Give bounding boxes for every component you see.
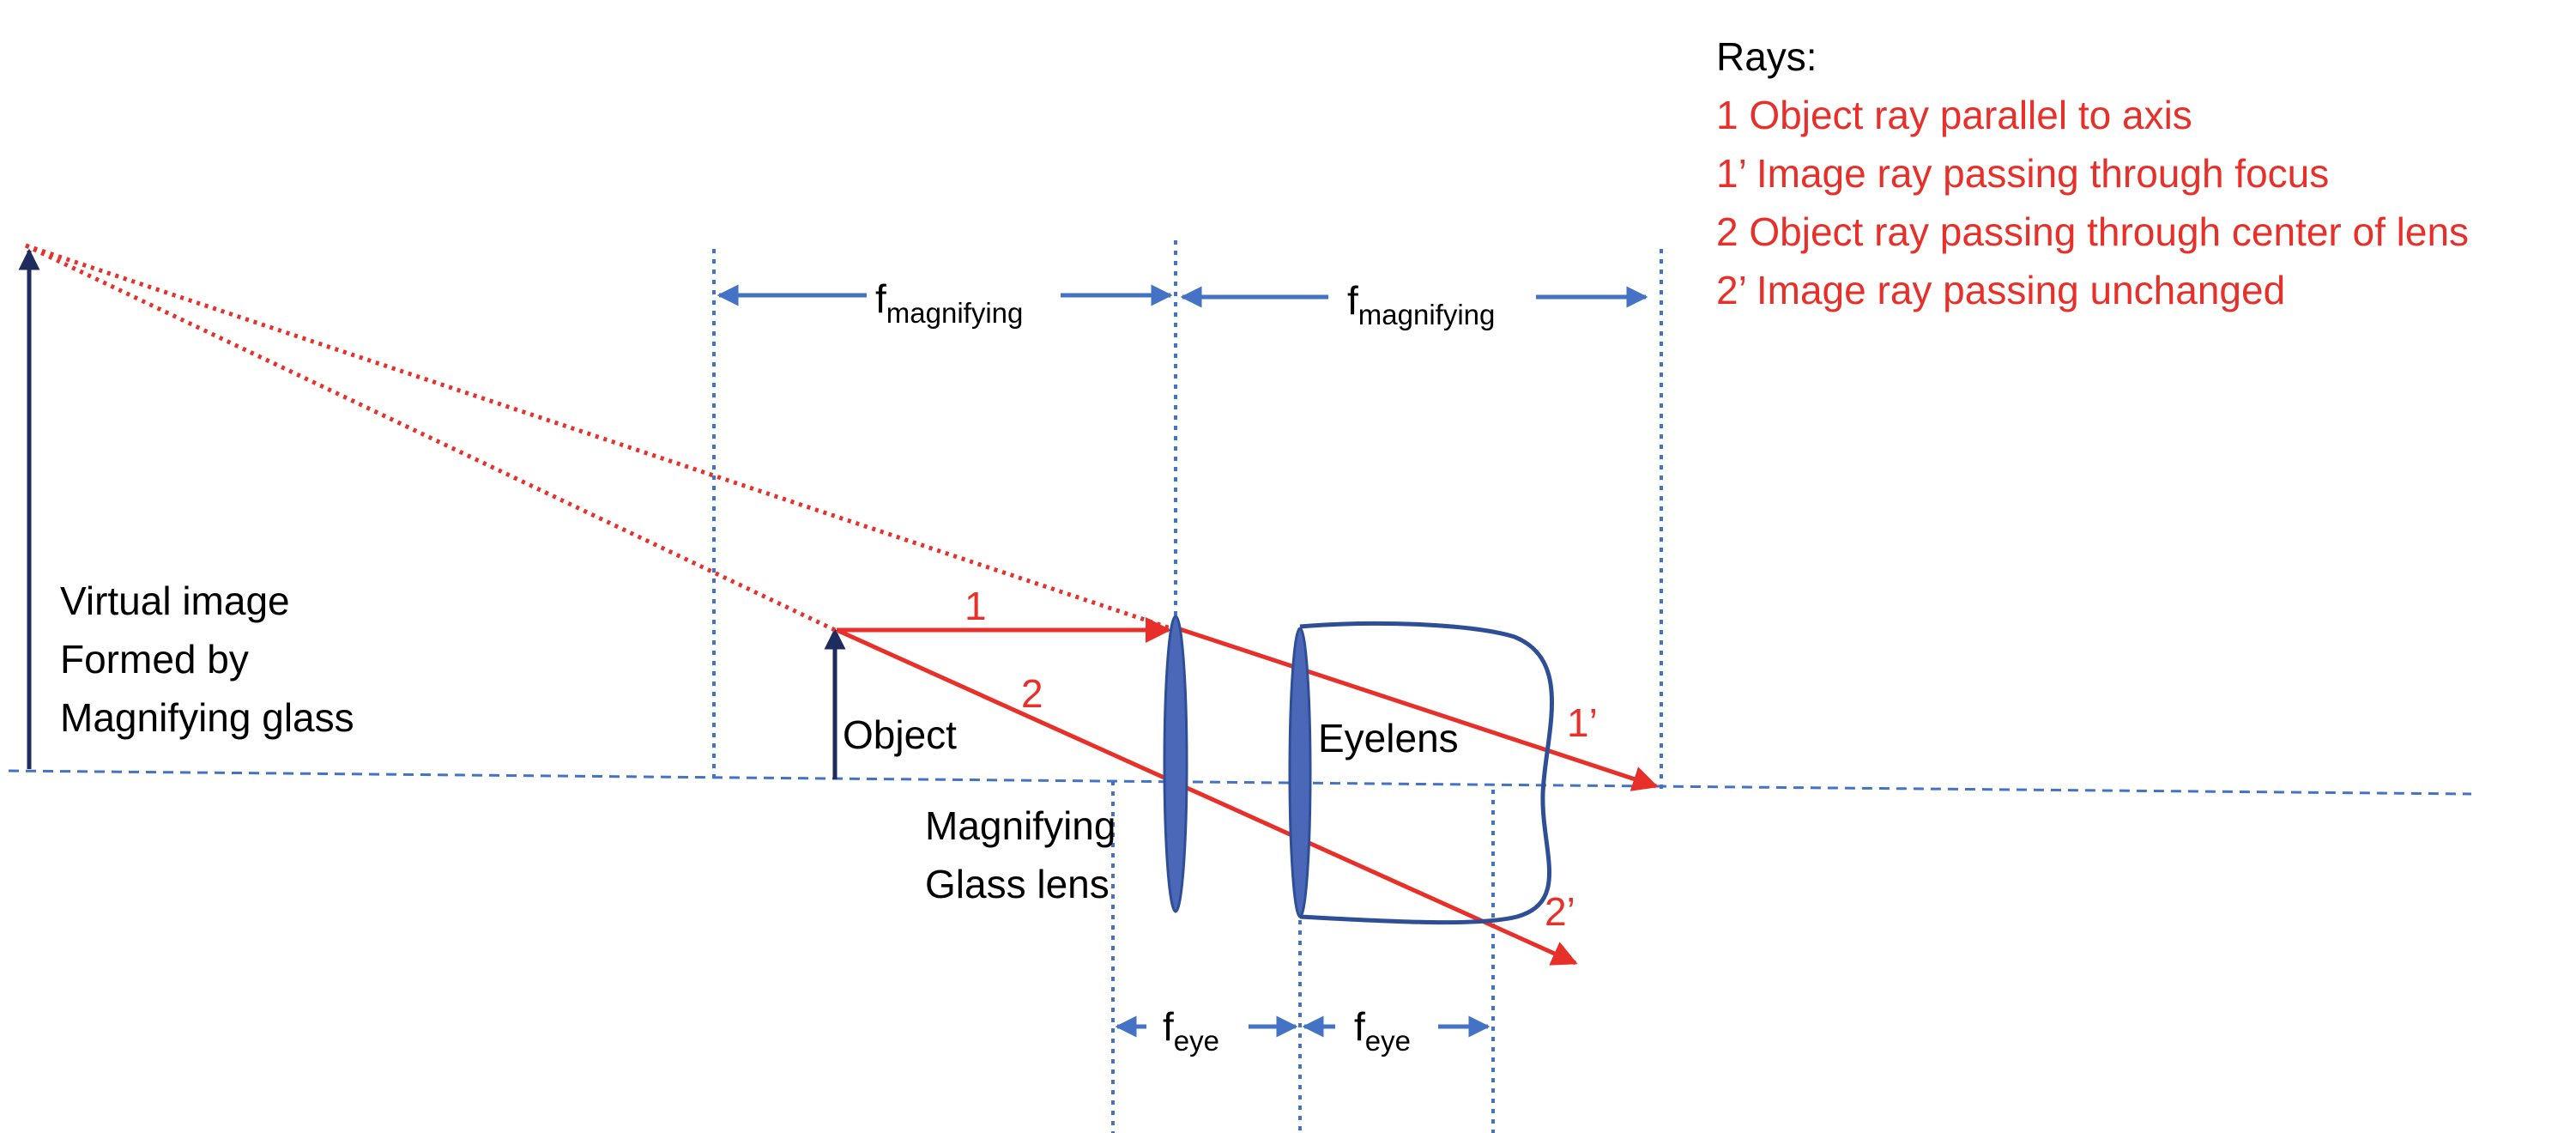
ray-1-prime-label: 1’ (1567, 700, 1598, 745)
legend-item-1-prime: 1’ Image ray passing through focus (1716, 151, 2330, 196)
eyelens-label: Eyelens (1318, 716, 1459, 760)
magnifying-glass-lens (1163, 615, 1188, 913)
magnifying-lens-label-line-2: Glass lens (925, 862, 1110, 906)
optical-axis (8, 769, 2472, 796)
eyelens (1288, 627, 1312, 918)
f-eye-label-left: feye (1163, 1004, 1219, 1057)
virtual-ray-extension-2 (24, 243, 837, 633)
f-magnifying-label-right: fmagnifying (1347, 278, 1495, 330)
f-eye-label-right: feye (1354, 1004, 1411, 1057)
ray-2-and-2-prime (835, 627, 1578, 966)
virtual-image-label-line-3: Magnifying glass (60, 695, 354, 740)
object-label: Object (843, 712, 957, 757)
ray-1-label: 1 (964, 584, 987, 628)
eye-outline (1299, 621, 1554, 925)
virtual-image-label-line-2: Formed by (60, 637, 249, 682)
legend-item-2-prime: 2’ Image ray passing unchanged (1716, 268, 2286, 312)
ray-1-prime (1176, 626, 1659, 791)
legend-title: Rays: (1716, 34, 1817, 79)
ray-2-label: 2 (1021, 671, 1043, 716)
ray-2-prime-label: 2’ (1545, 889, 1575, 934)
f-magnifying-label-left: fmagnifying (875, 276, 1023, 329)
legend-item-2: 2 Object ray passing through center of l… (1716, 209, 2470, 254)
magnifying-lens-label-line-1: Magnifying (925, 803, 1116, 848)
legend-item-1: 1 Object ray parallel to axis (1716, 93, 2192, 137)
rays-legend: Rays: 1 Object ray parallel to axis 1’ I… (1716, 27, 2469, 319)
virtual-image-label-line-1: Virtual image (60, 579, 290, 623)
